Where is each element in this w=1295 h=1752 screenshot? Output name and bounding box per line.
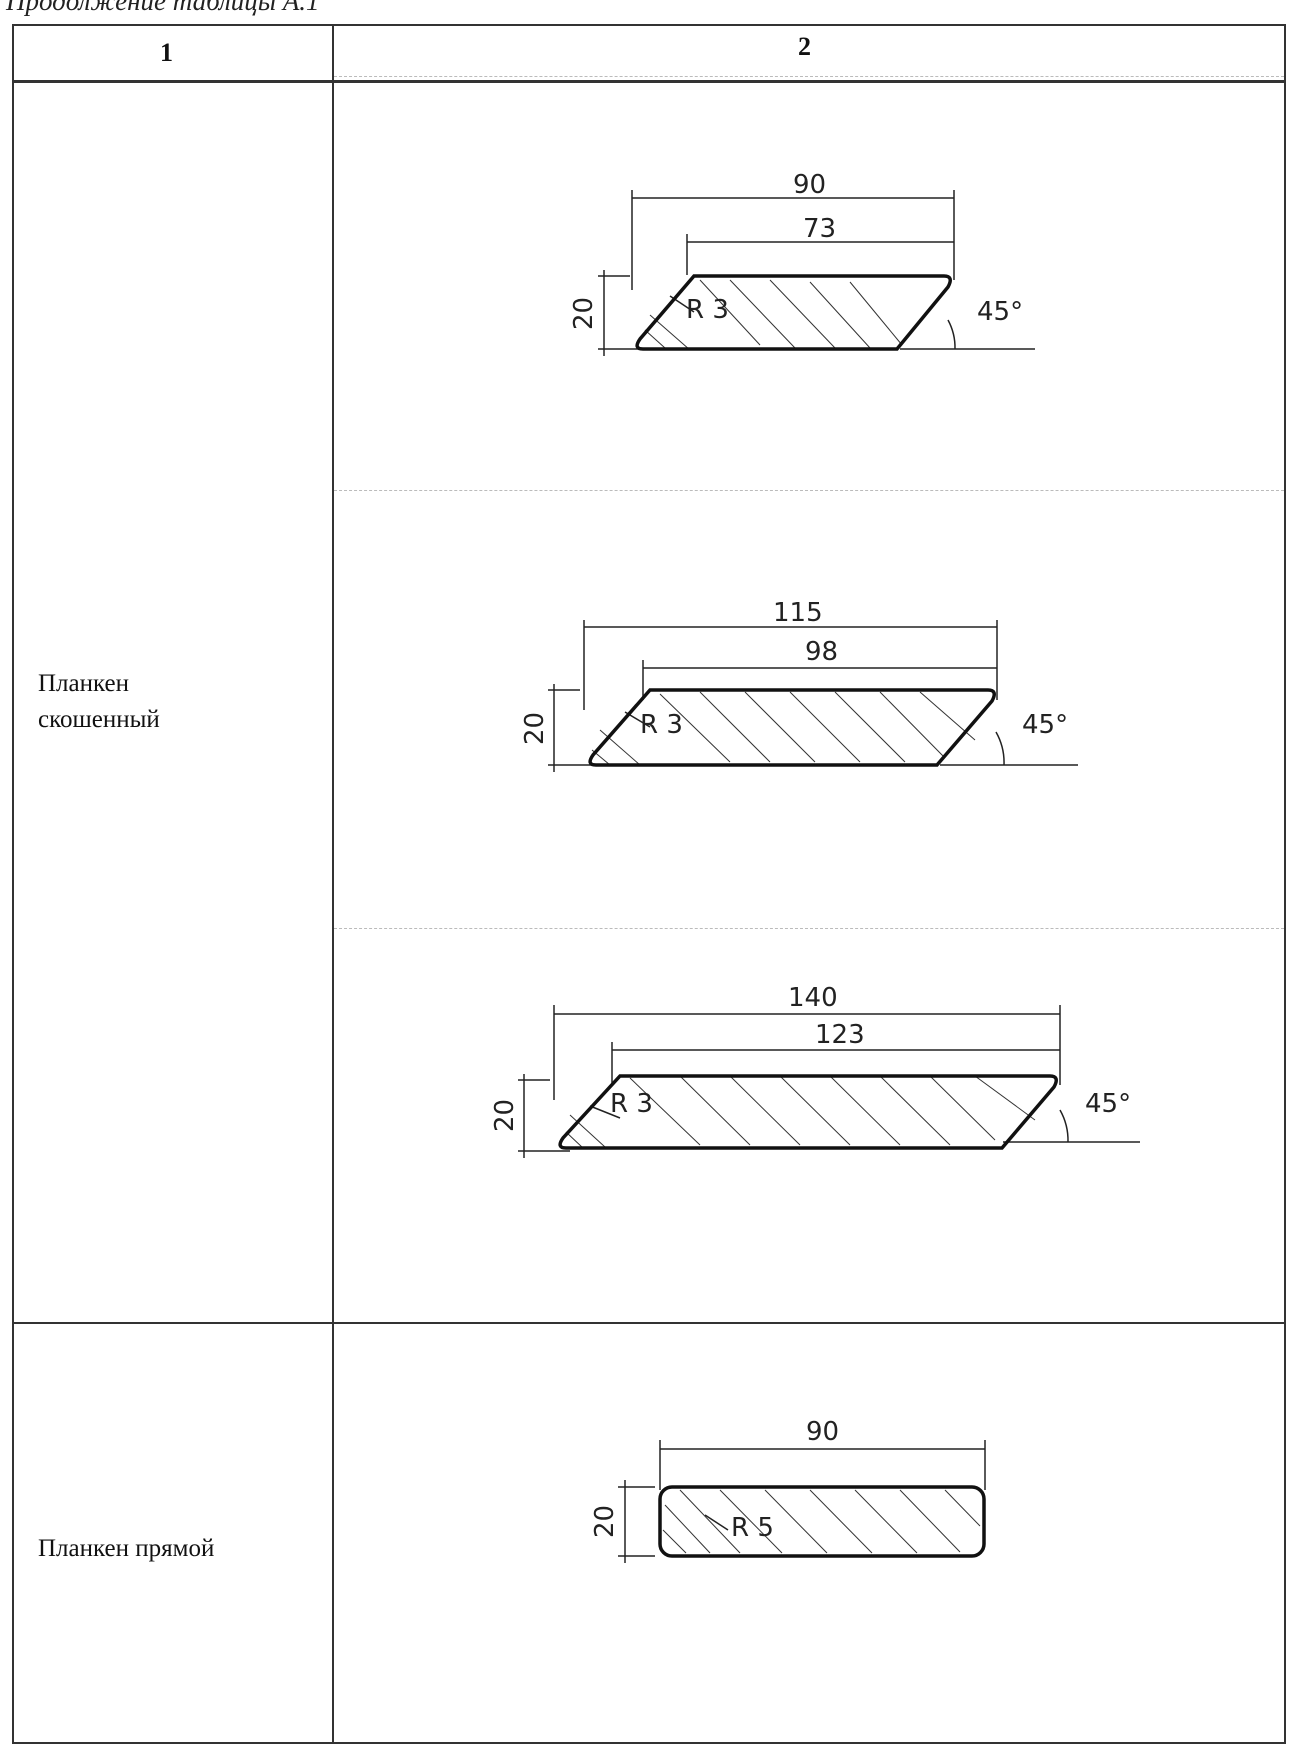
dashed-separator <box>334 490 1284 491</box>
dim-overall-width: 140 <box>788 983 838 1013</box>
profiles-table: 1 2 Планкен скошенный Планкен прямой <box>12 24 1286 1744</box>
dim-overall-width: 90 <box>793 170 826 200</box>
dim-radius: R 5 <box>731 1513 774 1543</box>
table-caption: Продолжение таблицы А.1 <box>6 0 320 16</box>
header-col-2: 2 <box>798 32 811 61</box>
dim-angle: 45° <box>977 297 1023 327</box>
dim-height: 20 <box>520 712 550 745</box>
dim-height: 20 <box>569 297 599 330</box>
dim-angle: 45° <box>1085 1089 1131 1119</box>
dim-angle: 45° <box>1022 710 1068 740</box>
dim-radius: R 3 <box>640 710 683 740</box>
row-label-straight: Планкен прямой <box>38 1535 215 1562</box>
row-divider <box>14 1322 1284 1324</box>
dim-height: 20 <box>590 1505 620 1538</box>
header-col-1: 1 <box>160 38 173 67</box>
column-divider <box>332 26 334 1742</box>
row-label-beveled: Планкен скошенный <box>38 670 160 733</box>
dim-height: 20 <box>490 1099 520 1132</box>
dashed-separator <box>334 928 1284 929</box>
dim-overall-width: 90 <box>806 1417 839 1447</box>
dim-radius: R 3 <box>686 295 729 325</box>
dim-top-width: 73 <box>803 214 836 244</box>
dashed-separator <box>334 76 1284 77</box>
dim-top-width: 123 <box>815 1020 865 1050</box>
dim-top-width: 98 <box>805 637 838 667</box>
header-divider <box>14 80 1284 83</box>
dim-overall-width: 115 <box>773 598 823 628</box>
dim-radius: R 3 <box>610 1089 653 1119</box>
